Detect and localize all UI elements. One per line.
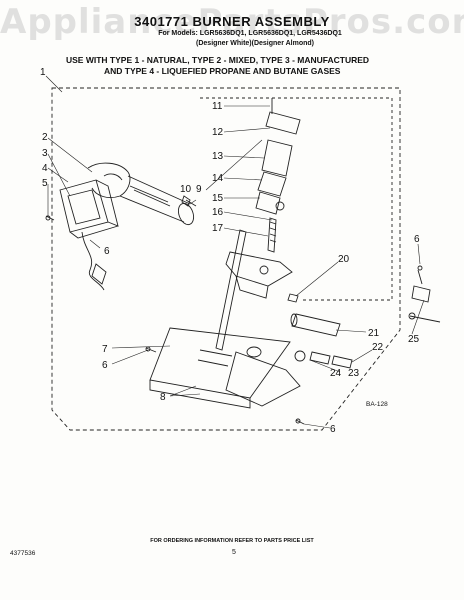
mounting-plate xyxy=(149,327,301,409)
screw-6-lower xyxy=(145,346,157,353)
callout-label: 9 xyxy=(196,184,202,195)
callout-label: 23 xyxy=(348,368,360,379)
screw-6-left xyxy=(45,215,55,221)
callout-label: 8 xyxy=(160,392,166,403)
callout-label: 22 xyxy=(372,342,384,353)
wire-harness xyxy=(81,231,105,291)
callout-label: 3 xyxy=(42,148,48,159)
bolt-right xyxy=(408,312,441,323)
callout-label: 10 xyxy=(180,184,192,195)
model-numbers: For Models: LGR5636DQ1, LGR5636DQ1, LGR5… xyxy=(158,30,342,37)
callout-label: 7 xyxy=(102,344,108,355)
callout-label: 14 xyxy=(212,173,224,184)
callout-label: 11 xyxy=(212,101,223,112)
gas-type-line-2: AND TYPE 4 - LIQUEFIED PROPANE AND BUTAN… xyxy=(104,66,341,76)
callout-label: 5 xyxy=(42,178,48,189)
burner-tube xyxy=(119,175,195,226)
page-number: 5 xyxy=(232,549,236,556)
callout-label: 4 xyxy=(42,163,48,174)
callout-label: 24 xyxy=(330,368,342,379)
wire-connector xyxy=(91,263,107,285)
callout-label: 15 xyxy=(212,193,224,204)
callout-label: 6 xyxy=(330,424,336,435)
callout-label: 21 xyxy=(368,328,380,339)
document-number: 4377536 xyxy=(10,550,36,557)
orifice-tube-21 xyxy=(290,313,341,337)
igniter-stack xyxy=(255,98,301,253)
ordering-note: FOR ORDERING INFORMATION REFER TO PARTS … xyxy=(150,538,314,544)
gas-type-line-1: USE WITH TYPE 1 - NATURAL, TYPE 2 - MIXE… xyxy=(66,55,370,65)
callout-label: 25 xyxy=(408,334,420,345)
callout-label: 6 xyxy=(102,360,108,371)
figure-code: BA-128 xyxy=(366,401,388,408)
model-colors: (Designer White)(Designer Almond) xyxy=(196,40,314,47)
valve-block xyxy=(225,251,293,299)
callout-label: 12 xyxy=(212,127,224,138)
callout-label: 13 xyxy=(212,151,224,162)
screw-6-bottom xyxy=(295,418,305,425)
valve-housing xyxy=(59,179,119,239)
callout-label: 1 xyxy=(40,67,46,78)
callout-label: 6 xyxy=(104,246,110,257)
leader-lines xyxy=(45,75,425,429)
burner-funnel xyxy=(87,162,131,199)
callout-numbers: 1 2 3 4 5 6 7 6 8 9 10 11 12 13 14 15 16… xyxy=(40,67,420,435)
callout-label: 20 xyxy=(338,254,350,265)
igniter-subassembly-box xyxy=(200,97,393,301)
callout-label: 2 xyxy=(42,132,48,143)
screw-20 xyxy=(287,293,299,303)
fittings-22-24 xyxy=(294,350,353,369)
assembly-boundary xyxy=(51,87,401,431)
callout-label: 6 xyxy=(414,234,420,245)
callout-label: 17 xyxy=(212,223,224,234)
callout-label: 16 xyxy=(212,207,224,218)
page-title: 3401771 BURNER ASSEMBLY xyxy=(134,14,330,29)
clamp-25 xyxy=(411,265,431,303)
